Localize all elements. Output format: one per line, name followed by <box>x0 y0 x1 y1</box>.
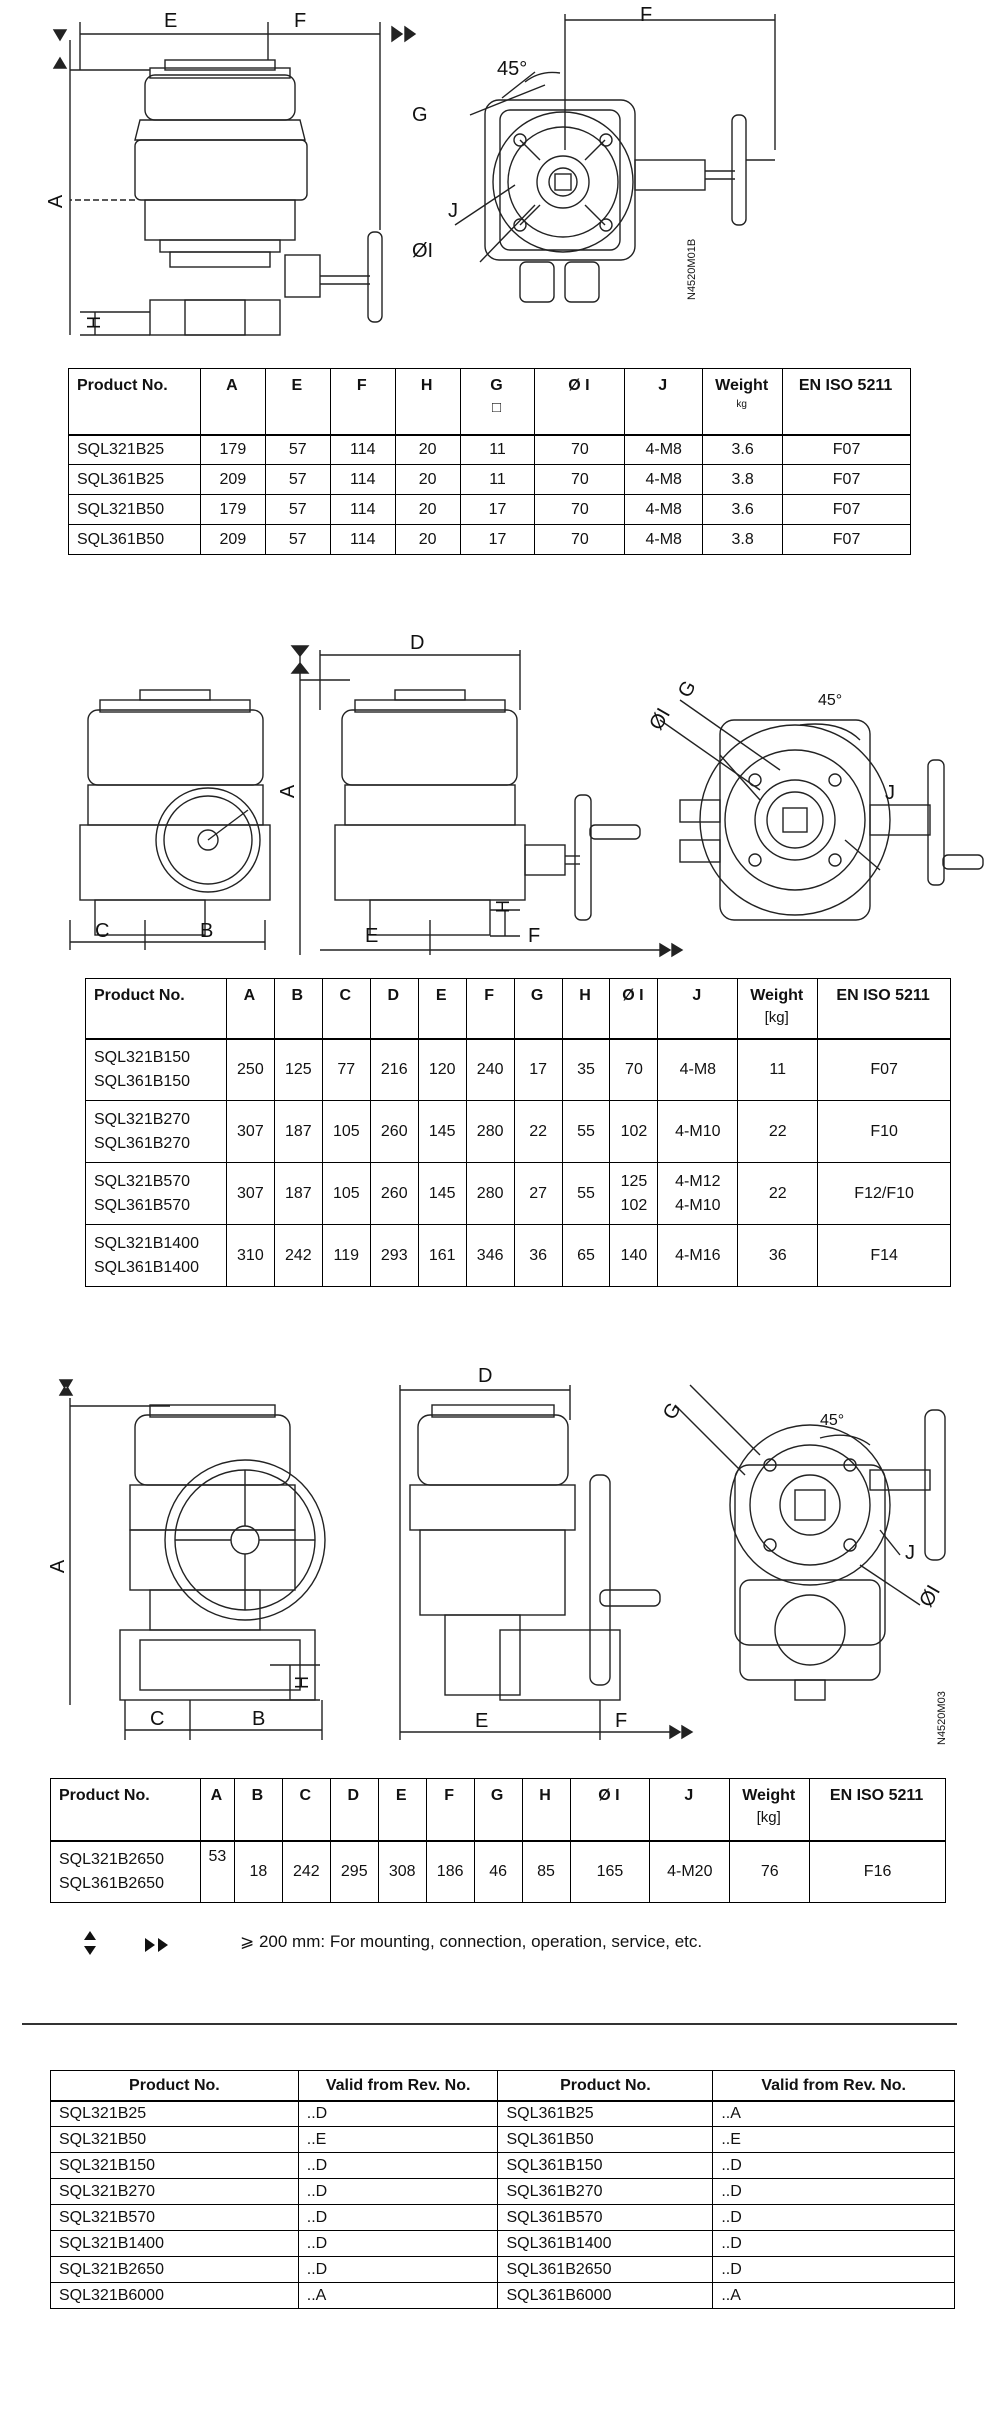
col-product-a: Product No. <box>50 2070 299 2101</box>
col-j: J <box>657 978 739 1039</box>
col-rev-a: Valid from Rev. No. <box>297 2070 499 2101</box>
dim-label-angle: 45° <box>818 692 843 709</box>
col-e: E <box>417 978 467 1039</box>
drawing-actuator-small: E F A H F G 45° J ØI N4520M01B <box>0 0 1000 360</box>
drawing-code: N4520M01B <box>686 238 698 300</box>
dim-label-f: F <box>615 1710 628 1732</box>
dim-label-c: C <box>150 1708 165 1730</box>
col-d: D <box>369 978 419 1039</box>
dim-label-angle: 45° <box>820 1412 845 1429</box>
dim-label-e: E <box>365 925 379 947</box>
drawing-code: N4520M03 <box>936 1691 948 1745</box>
col-b: B <box>233 1778 283 1841</box>
col-diameter-i: Ø I <box>569 1778 651 1841</box>
col-product: Product No. <box>85 978 227 1039</box>
drawing-actuator-large: A C B H D E F G 45° J ØI N4520M03 <box>0 1360 1000 1750</box>
dim-label-b: B <box>200 920 214 942</box>
revision-table: Product No. Valid from Rev. No. Product … <box>50 2070 955 2309</box>
dim-label-diameter-i: ØI <box>412 240 434 262</box>
col-iso: EN ISO 5211 <box>817 978 951 1039</box>
col-iso: EN ISO 5211 <box>809 1778 946 1841</box>
col-weight: Weight[kg] <box>737 978 819 1039</box>
dim-label-h: H <box>84 316 104 329</box>
dim-label-d: D <box>410 632 425 654</box>
col-f: F <box>425 1778 475 1841</box>
dim-label-j: J <box>448 200 458 222</box>
col-product: Product No. <box>50 1778 201 1841</box>
col-product-b: Product No. <box>497 2070 714 2101</box>
dim-label-e: E <box>475 1710 489 1732</box>
col-j: J <box>649 1778 731 1841</box>
spec-table-b150-b1400: Product No. A B C D E F G H Ø I J Weight… <box>85 978 951 1287</box>
col-c: C <box>321 978 371 1039</box>
col-h: H <box>521 1778 571 1841</box>
clearance-note-text: ⩾ 200 mm: For mounting, connection, oper… <box>240 1932 703 1951</box>
dim-label-f: F <box>294 10 307 32</box>
dim-label-e: E <box>164 10 178 32</box>
col-h: H <box>561 978 611 1039</box>
clearance-arrows-icon <box>84 1931 168 1955</box>
dim-label-a: A <box>45 194 68 209</box>
col-iso: EN ISO 5211 <box>782 368 911 435</box>
col-h: H <box>394 368 461 435</box>
weight-icon: kg <box>736 399 747 410</box>
col-g: G□ <box>459 368 536 435</box>
section-divider <box>22 2023 957 2025</box>
dim-label-angle: 45° <box>497 58 528 80</box>
col-c: C <box>281 1778 331 1841</box>
col-e: E <box>264 368 331 435</box>
col-g: G <box>513 978 563 1039</box>
col-e: E <box>377 1778 427 1841</box>
dim-label-j: J <box>885 782 895 804</box>
col-d: D <box>329 1778 379 1841</box>
dim-label-c: C <box>95 920 110 942</box>
col-g: G <box>473 1778 523 1841</box>
col-f: F <box>465 978 515 1039</box>
col-diameter-i: Ø I <box>534 368 626 435</box>
dim-label-h: H <box>292 1676 312 1689</box>
col-rev-b: Valid from Rev. No. <box>712 2070 955 2101</box>
col-a: A <box>225 978 275 1039</box>
col-a: A <box>199 368 266 435</box>
col-weight: Weight[kg] <box>729 1778 811 1841</box>
dim-label-f-top: F <box>640 4 653 26</box>
dim-label-f: F <box>528 925 541 947</box>
col-a: A <box>199 1778 235 1841</box>
dim-label-a: A <box>47 1559 70 1574</box>
dim-label-h: H <box>493 900 513 913</box>
spec-table-b2650: Product No. A B C D E F G H Ø I J Weight… <box>50 1778 946 1903</box>
dim-label-a: A <box>277 784 300 799</box>
dim-label-g: G <box>412 104 428 126</box>
col-f: F <box>329 368 396 435</box>
drawing-actuator-medium: C B D A E F H G ØI 45° J <box>0 630 1000 960</box>
col-product: Product No. <box>68 368 201 435</box>
col-diameter-i: Ø I <box>609 978 659 1039</box>
col-j: J <box>624 368 704 435</box>
square-symbol: □ <box>491 399 502 416</box>
dim-label-b: B <box>252 1708 266 1730</box>
dim-label-j: J <box>905 1542 915 1564</box>
col-b: B <box>273 978 323 1039</box>
dim-label-d: D <box>478 1365 493 1387</box>
